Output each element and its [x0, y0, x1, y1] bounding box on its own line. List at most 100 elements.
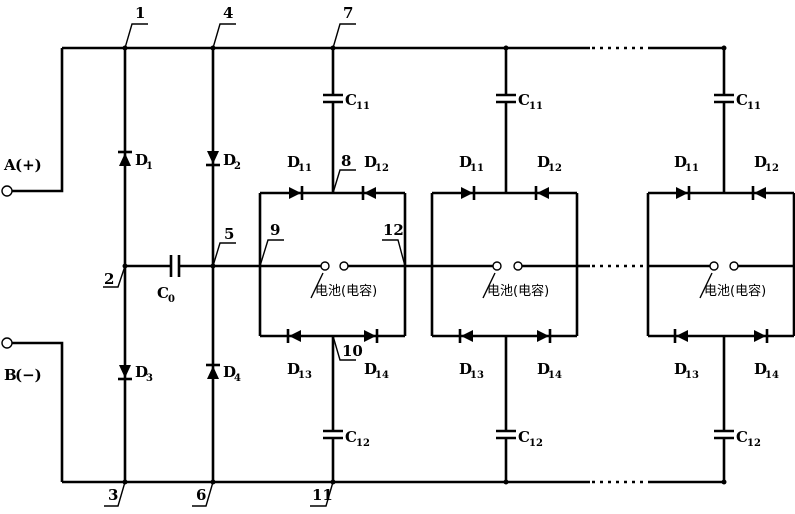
cell-1-d11-label-letter: D — [287, 153, 300, 171]
cell-3-d11-label-sub: 11 — [685, 163, 699, 174]
node-label-10-text: 10 — [342, 342, 363, 360]
cell-2-c12-label-sub: 12 — [529, 438, 543, 449]
cell-3-d13-label: D13 — [674, 360, 699, 381]
cell-2-d11-label-letter: D — [459, 153, 472, 171]
node-label-12-text: 12 — [383, 221, 404, 239]
cell-2-c11-label-letter: C — [518, 91, 530, 109]
cell-1-d12-label-sub: 12 — [375, 163, 389, 174]
cell-3-load-terminal-left — [709, 261, 719, 271]
diode-d1: D 1 — [118, 150, 153, 172]
cell-2-d14-label: D14 — [537, 360, 562, 381]
cell-1-load-leader — [310, 272, 324, 299]
cell-3-c11-label-sub: 11 — [747, 101, 761, 112]
node-label-3: 3 — [104, 481, 126, 507]
cell-3-d14-label-sub: 14 — [765, 370, 779, 381]
node-label-6-text: 6 — [196, 486, 206, 504]
node-label-9: 9 — [259, 221, 284, 267]
cell-2-diode-d13 — [458, 329, 473, 343]
cell-1-d14-label-sub: 14 — [375, 370, 389, 381]
cell-3-d11-label-letter: D — [674, 153, 687, 171]
cell-2-diode-d14 — [537, 329, 552, 343]
cell-2-load-label: 电池(电容) — [487, 283, 549, 299]
diode-d1-sub: 1 — [146, 161, 153, 172]
diode-d3-letter: D — [135, 363, 148, 381]
cell-2-d14-label-letter: D — [537, 360, 550, 378]
diode-d4-letter: D — [223, 363, 236, 381]
node-label-10: 10 — [332, 335, 363, 361]
cell-3-diode-d12 — [751, 186, 766, 200]
cell-2-d12-label: D12 — [537, 153, 562, 174]
cell-1-d12-label: D12 — [364, 153, 389, 174]
capacitor-c0-sub: 0 — [168, 294, 175, 305]
cell-2-load-terminal-right — [513, 261, 523, 271]
cell-3-d12-label-sub: 12 — [765, 163, 779, 174]
cell-2-bottom-junction — [503, 479, 509, 485]
cell-3-d12-label: D12 — [754, 153, 779, 174]
node-label-5-text: 5 — [224, 225, 234, 243]
cell-1-d11-label: D11 — [287, 153, 312, 174]
cell-3-top-junction — [721, 45, 727, 51]
cell-2-load-leader — [482, 272, 496, 299]
cell-2-c12-label-letter: C — [518, 428, 530, 446]
node-label-4: 4 — [212, 4, 236, 49]
node-label-11: 11 — [310, 481, 334, 507]
cell-1-load-terminal-right — [339, 261, 349, 271]
cell-1-c11-label-sub: 11 — [356, 101, 370, 112]
cell-3-load-terminal-right — [729, 261, 739, 271]
cell-2-c11-label-sub: 11 — [529, 101, 543, 112]
cell-1-c12-label-sub: 12 — [356, 438, 370, 449]
cell-2-load-terminal-left — [492, 261, 502, 271]
node-label-6: 6 — [192, 481, 214, 507]
cell-1-c12-label-letter: C — [345, 428, 357, 446]
node-label-5: 5 — [212, 225, 236, 267]
cell-2-d13-label-letter: D — [459, 360, 472, 378]
cell-1-d11-label-sub: 11 — [298, 163, 312, 174]
cell-3-c12-label-sub: 12 — [747, 438, 761, 449]
cell-1-d14-label-letter: D — [364, 360, 377, 378]
cell-3-load-leader — [699, 272, 713, 299]
cell-1-diode-d13 — [286, 329, 301, 343]
terminal-b: B (−) — [1, 337, 64, 482]
node-label-8-text: 8 — [341, 152, 351, 170]
diode-d2-letter: D — [223, 151, 236, 169]
node-label-8: 8 — [332, 152, 356, 194]
cell-2-d14-label-sub: 14 — [548, 370, 562, 381]
cell-1-diode-d14 — [364, 329, 379, 343]
cell-3-c11-label-letter: C — [736, 91, 748, 109]
capacitor-c0: C 0 — [125, 255, 213, 305]
terminal-b-sign: (−) — [15, 366, 42, 384]
cell-1-c11-label-letter: C — [345, 91, 357, 109]
cell-2-d12-label-sub: 12 — [548, 163, 562, 174]
node-label-2: 2 — [103, 265, 126, 288]
diode-d2: D 2 — [206, 151, 241, 172]
node-label-4-text: 4 — [223, 4, 233, 22]
cell-1-d12-label-letter: D — [364, 153, 377, 171]
cell-2-d13-label: D13 — [459, 360, 484, 381]
node-label-7: 7 — [332, 4, 356, 49]
cell-3-c12-label-letter: C — [736, 428, 748, 446]
cell-2-d11-label-sub: 11 — [470, 163, 484, 174]
cell-2-diode-d11 — [461, 186, 476, 200]
node-label-1-text: 1 — [135, 4, 145, 22]
cell-1-load-terminal-left — [320, 261, 330, 271]
capacitor-c0-letter: C — [157, 284, 169, 302]
diode-d2-sub: 2 — [234, 161, 241, 172]
cell-2-d13-label-sub: 13 — [470, 370, 484, 381]
cell-3-d11-label: D11 — [674, 153, 699, 174]
node-label-3-text: 3 — [108, 486, 118, 504]
cell-1-diode-d12 — [361, 186, 376, 200]
cell-1-d13-label: D13 — [287, 360, 312, 381]
node-label-7-text: 7 — [343, 4, 353, 22]
diode-d3: D 3 — [118, 363, 153, 384]
node-label-1: 1 — [124, 4, 148, 49]
terminal-a-sign: (+) — [15, 156, 42, 174]
